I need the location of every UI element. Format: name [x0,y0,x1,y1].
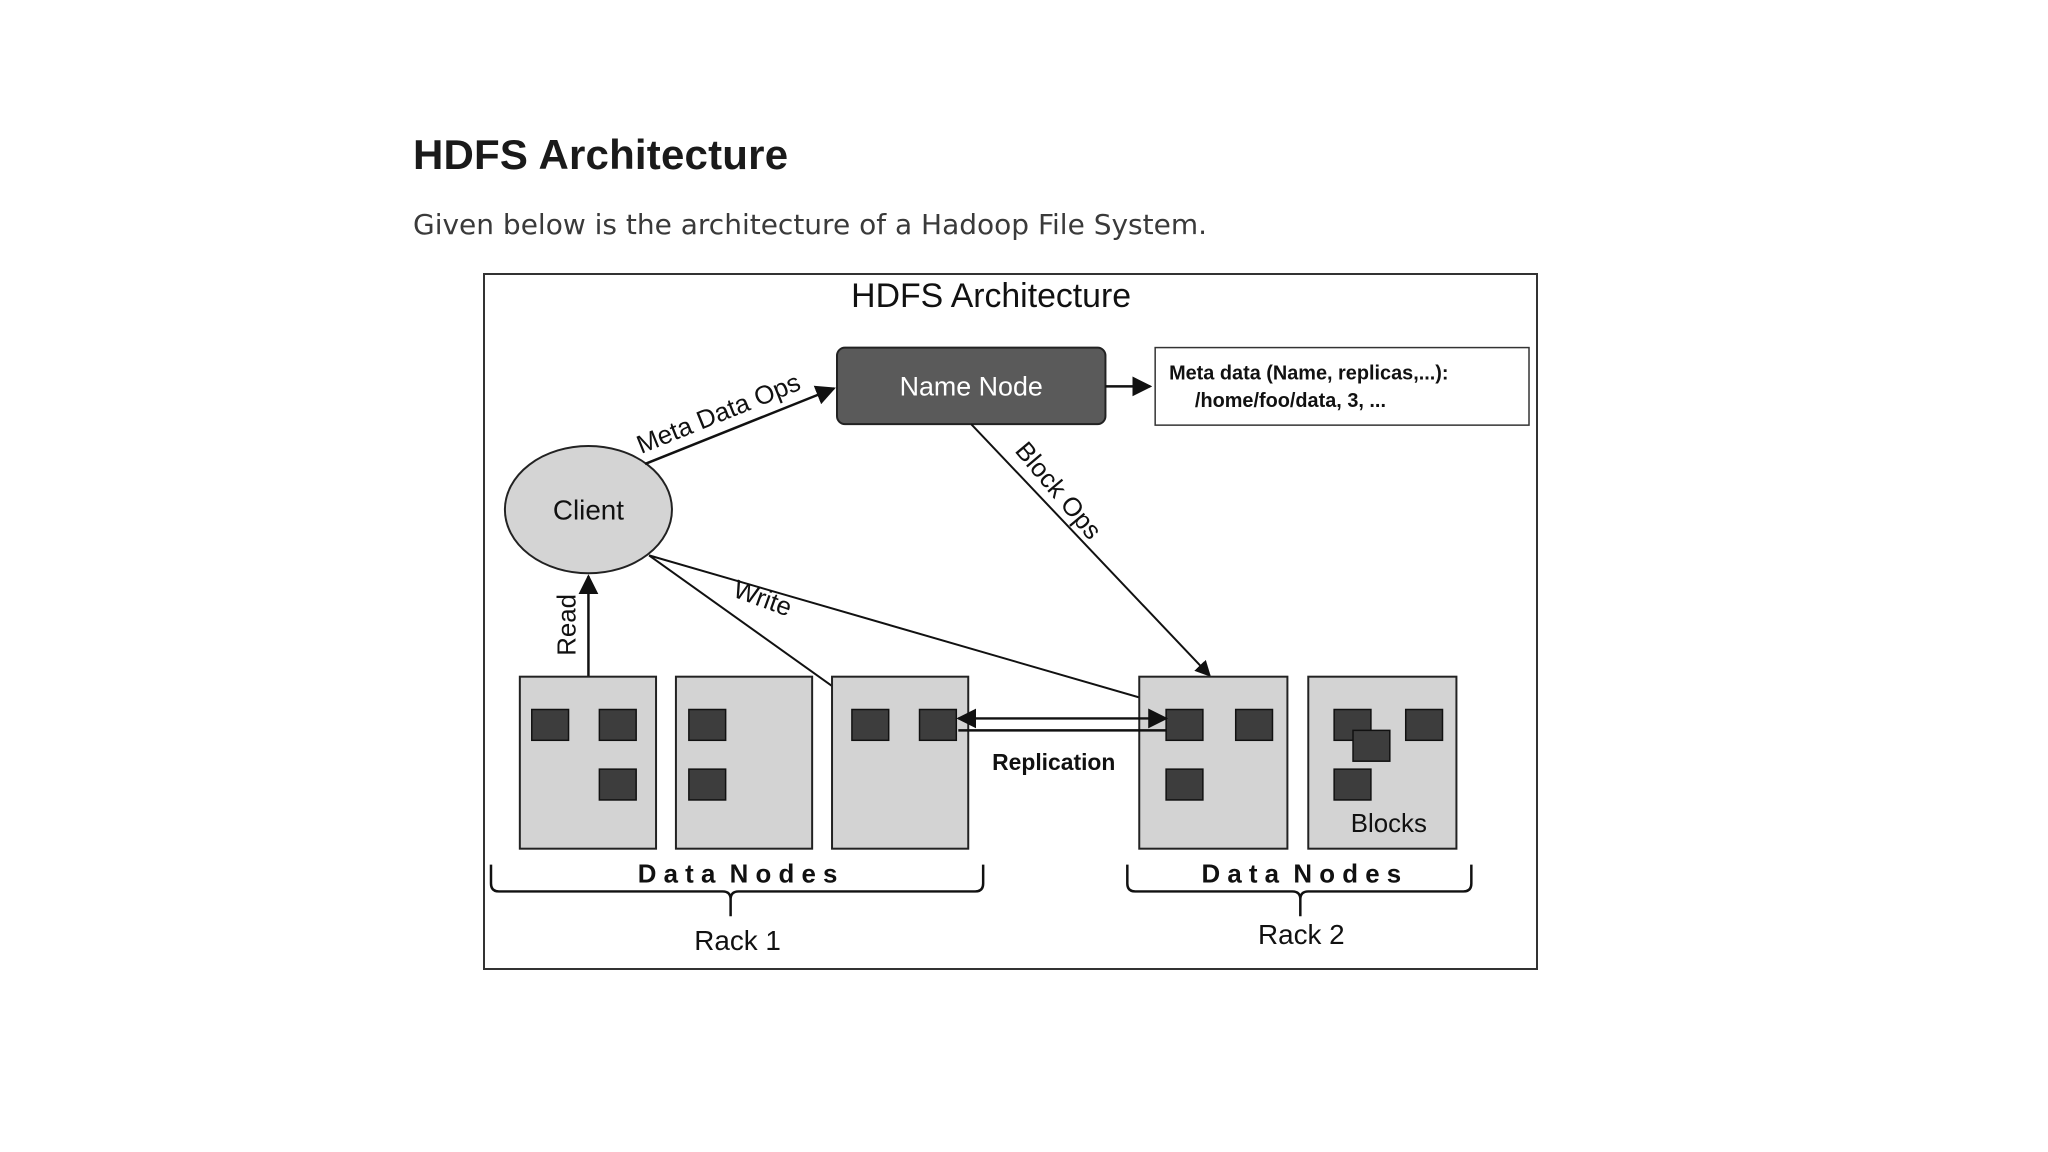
diagram-title: HDFS Architecture [851,277,1131,315]
metadata-box: Meta data (Name, replicas,...): /home/fo… [1154,346,1530,426]
datanode-box [518,675,658,850]
data-block [598,708,637,742]
client-node: Client [503,445,673,575]
rack2-data-nodes-label: D a t a N o d e s [1202,860,1402,888]
write-arrow-rack1 [648,554,867,711]
data-block [1333,768,1372,801]
replication-arrow [956,708,1169,732]
blocks-label: Blocks [1351,810,1427,838]
datanode-box [1307,675,1458,850]
name-node-label: Name Node [900,371,1043,401]
rack1-data-node-3 [831,675,970,850]
rack2-brace [1126,864,1473,917]
meta-data-ops-label: Meta Data Ops [633,368,805,459]
datanode-box [674,675,814,850]
data-block [688,768,727,801]
rack2-data-node-2: Blocks [1307,675,1458,850]
data-block [598,768,637,801]
data-block [1234,708,1274,742]
metadata-line-2: /home/foo/data, 3, ... [1195,390,1386,412]
block-ops-arrow [970,423,1211,677]
replication-label: Replication [992,749,1115,775]
data-block [918,708,958,742]
client-ellipse [503,445,673,575]
rack2-label: Rack 2 [1258,919,1345,950]
data-block [1352,729,1391,762]
read-label: Read [554,594,582,656]
metadata-box-frame [1154,346,1530,426]
block-ops-label: Block Ops [1009,437,1106,545]
data-block [688,708,727,742]
meta-data-ops-arrow [644,385,836,466]
data-block [531,708,570,742]
rack1-data-nodes-label: D a t a N o d e s [638,860,838,888]
datanode-box [831,675,970,850]
rack1-data-node-2 [674,675,814,850]
metadata-line-1: Meta data (Name, replicas,...): [1169,362,1448,384]
page-title: HDFS Architecture [413,131,789,178]
client-label: Client [553,495,624,526]
name-node: Name Node [836,346,1107,426]
rack1-label: Rack 1 [694,925,781,956]
rack1-data-node-1 [518,675,658,850]
page-intro-text: Given below is the architecture of a Had… [413,208,1208,241]
diagram-canvas: HDFS Architecture Name Node Meta data (N… [489,277,1530,956]
write-arrow-rack2 [648,554,1238,730]
rack2-data-node-1 [1138,675,1289,850]
hdfs-architecture-diagram: HDFS Architecture Name Node Meta data (N… [483,273,1538,970]
rack1-brace [489,864,985,917]
name-node-box [836,346,1107,426]
datanode-box [1138,675,1289,850]
data-block [1165,708,1204,742]
data-block [1165,768,1204,801]
write-label: Write [730,575,796,622]
data-block [851,708,890,742]
data-block [1404,708,1444,742]
